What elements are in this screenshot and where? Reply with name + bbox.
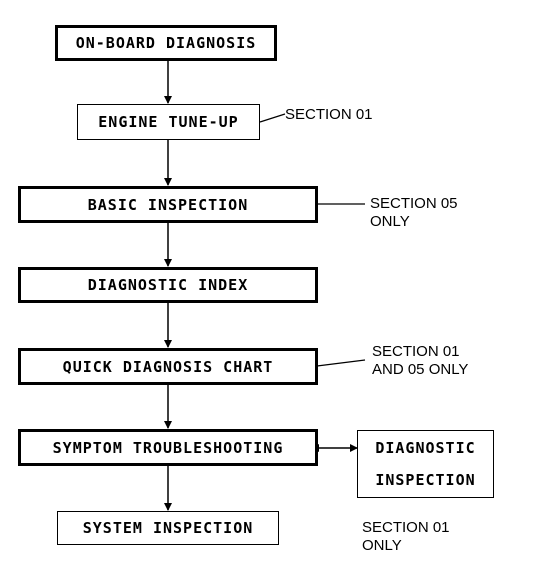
leader-quick-note bbox=[316, 359, 366, 367]
diag-note-line-1: SECTION 01 bbox=[362, 519, 450, 536]
diagnostic-inspection-line-2: INSPECTION bbox=[375, 471, 476, 489]
quick-note-line-2: AND 05 ONLY bbox=[372, 361, 469, 378]
tune-up-note: SECTION 01 bbox=[285, 106, 373, 124]
diagnostic-index-label: DIAGNOSTIC INDEX bbox=[87, 276, 249, 294]
basic-inspection-box: BASIC INSPECTION bbox=[18, 186, 318, 223]
basic-inspection-label: BASIC INSPECTION bbox=[87, 195, 249, 214]
basic-note-line-2: ONLY bbox=[370, 213, 410, 230]
quick-note-line-1: SECTION 01 bbox=[372, 343, 460, 360]
diagnostic-inspection-box: DIAGNOSTIC INSPECTION bbox=[357, 430, 494, 498]
diagnostic-index-box: DIAGNOSTIC INDEX bbox=[18, 267, 318, 303]
symptom-troubleshooting-label: SYMPTOM TROUBLESHOOTING bbox=[52, 438, 284, 457]
engine-tune-up-label: ENGINE TUNE-UP bbox=[98, 113, 239, 131]
diagnostic-inspection-line-1: DIAGNOSTIC bbox=[375, 439, 476, 457]
engine-tune-up-box: ENGINE TUNE-UP bbox=[77, 104, 260, 140]
quick-diagnosis-note: SECTION 01 AND 05 ONLY bbox=[372, 343, 468, 379]
on-board-diagnosis-box: ON-BOARD DIAGNOSIS bbox=[55, 25, 277, 61]
system-inspection-label: SYSTEM INSPECTION bbox=[82, 519, 254, 537]
diagnostic-inspection-note: SECTION 01 ONLY bbox=[362, 519, 450, 555]
quick-diagnosis-chart-label: QUICK DIAGNOSIS CHART bbox=[62, 357, 274, 376]
quick-diagnosis-chart-box: QUICK DIAGNOSIS CHART bbox=[18, 348, 318, 385]
on-board-diagnosis-label: ON-BOARD DIAGNOSIS bbox=[75, 34, 257, 52]
symptom-troubleshooting-box: SYMPTOM TROUBLESHOOTING bbox=[18, 429, 318, 466]
basic-inspection-note: SECTION 05 ONLY bbox=[370, 195, 458, 231]
basic-note-line-1: SECTION 05 bbox=[370, 195, 458, 212]
tune-up-note-text: SECTION 01 bbox=[285, 106, 373, 123]
system-inspection-box: SYSTEM INSPECTION bbox=[57, 511, 279, 545]
diag-note-line-2: ONLY bbox=[362, 537, 402, 554]
leader-tuneup-note bbox=[259, 113, 286, 123]
